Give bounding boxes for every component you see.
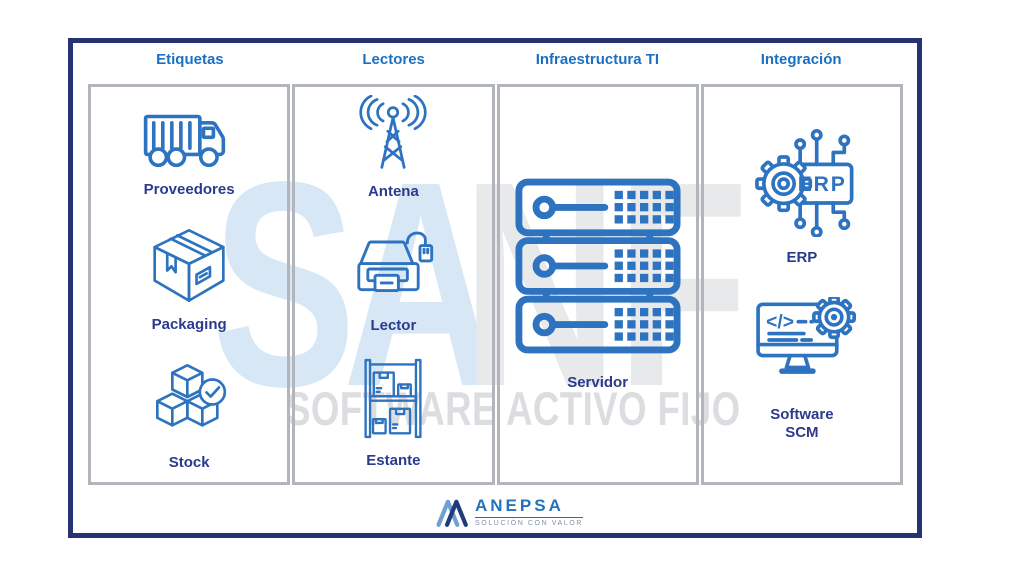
watermark-tagline: SOFTWARE ACTIVO FIJO — [286, 382, 741, 435]
diagram-item-stock: Stock — [147, 362, 231, 472]
item-label: Estante — [366, 452, 421, 469]
diagram-item-servidor: Servidor — [515, 178, 681, 392]
server-icon — [515, 178, 681, 353]
item-label: Proveedores — [143, 181, 235, 198]
header-infraestructura-ti: Infraestructura TI — [535, 51, 660, 68]
diagram-item-estante: Estante — [356, 357, 430, 470]
diagram-item-packaging: Packaging — [147, 227, 231, 334]
software-monitor-icon: </> — [756, 297, 856, 374]
erp-chip-text: ERP — [798, 173, 847, 196]
brand-name: ANEPSA — [475, 496, 584, 518]
package-icon — [153, 229, 225, 302]
column-lectores: Antena Lector — [292, 84, 495, 485]
diagram-item-lector: Lector — [348, 224, 438, 335]
outer-frame — [68, 38, 922, 538]
column-etiquetas: Proveedores Packaging — [88, 84, 291, 485]
diagram-item-proveedores: Proveedores — [142, 111, 236, 199]
diagram-item-erp: ERP ERP — [745, 123, 859, 267]
item-label: ERP — [786, 249, 818, 266]
brand-tagline: SOLUCIÓN CON VALOR — [475, 520, 584, 527]
diagram-item-antena: Antena — [350, 95, 436, 201]
watermark-blue-letters: SA — [212, 121, 499, 447]
item-label: Servidor — [567, 373, 629, 391]
brand-logo: ANEPSA SOLUCIÓN CON VALOR — [436, 496, 584, 528]
stock-icon — [156, 364, 227, 427]
gear-icon — [811, 297, 856, 340]
header-etiquetas: Etiquetas — [156, 51, 224, 68]
diagram-grid: Proveedores Packaging — [88, 84, 903, 485]
diagram-item-software-scm: </> Sof — [745, 297, 859, 442]
shelf-icon — [364, 358, 422, 439]
column-headers: Etiquetas Lectores Infraestructura TI In… — [88, 51, 903, 68]
item-label: Lector — [370, 316, 417, 334]
truck-icon — [143, 114, 226, 168]
erp-chip-icon: ERP — [754, 128, 854, 237]
gear-icon — [754, 155, 812, 213]
header-lectores: Lectores — [362, 51, 425, 68]
column-integracion: ERP ERP </> — [700, 84, 903, 485]
column-infraestructura-ti: Servidor — [496, 84, 699, 485]
item-label: Software SCM — [770, 406, 834, 441]
antenna-icon — [359, 95, 428, 169]
anepsa-mountains-icon — [436, 499, 468, 527]
item-label: Packaging — [151, 316, 227, 333]
code-glyph-text: </> — [766, 312, 794, 333]
server-led-grid — [614, 190, 674, 341]
reader-icon — [357, 231, 434, 292]
header-integracion: Integración — [760, 51, 842, 68]
brand-logo-text: ANEPSA SOLUCIÓN CON VALOR — [475, 496, 584, 527]
item-label: Stock — [168, 454, 210, 471]
item-label: Antena — [367, 183, 419, 200]
